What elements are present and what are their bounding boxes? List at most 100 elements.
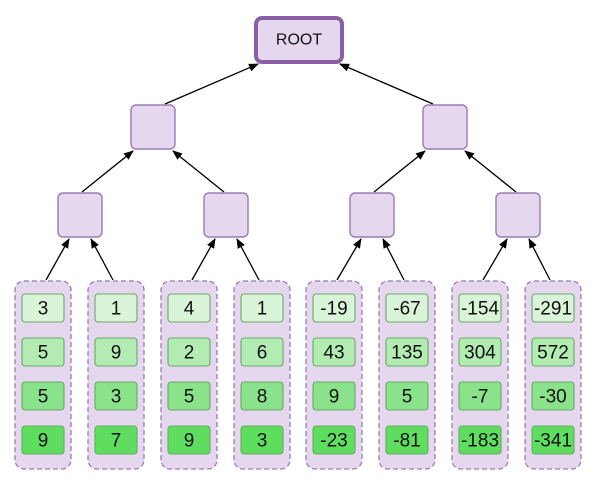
leaf-group-box (524, 280, 582, 470)
tree-node-level1-3 (349, 192, 395, 238)
edge-leaf-2 (90, 238, 114, 281)
leaf-group-5: -19 43 9 -23 (305, 280, 363, 470)
value-cell (385, 425, 429, 455)
root-node (254, 16, 344, 64)
value-cell (240, 381, 284, 411)
value-cell-text: 6 (257, 343, 268, 364)
value-cell-text: -67 (393, 299, 420, 320)
edge-leaf-4 (236, 238, 260, 281)
tree-node-level2-2 (422, 104, 468, 150)
leaf-group-3: 4 2 5 9 (160, 280, 218, 470)
leaf-group-6: -67 135 5 -81 (378, 280, 436, 470)
edge-leaf-1 (45, 238, 70, 281)
value-cell (458, 293, 502, 323)
leaf-group-8: -291 572 -30 -341 (524, 280, 582, 470)
value-cell-text: 9 (38, 431, 49, 452)
value-cell-text: 135 (391, 343, 423, 364)
tree-node-level1-1 (57, 192, 103, 238)
value-cell-text: 5 (38, 387, 49, 408)
leaf-group-box (160, 280, 218, 470)
value-cell-text: -30 (539, 387, 566, 408)
value-cell-text: -154 (461, 299, 499, 320)
value-cell-text: 3 (257, 431, 268, 452)
leaf-group-box (87, 280, 145, 470)
value-cell-text: -23 (320, 431, 347, 452)
value-cell-text: -183 (461, 431, 499, 452)
value-cell-text: 9 (184, 431, 195, 452)
value-cell-text: 5 (402, 387, 413, 408)
tree-node-level1-2 (203, 192, 249, 238)
leaf-group-1: 3 5 5 9 (14, 280, 72, 470)
value-cell-text: 1 (257, 299, 268, 320)
leaf-group-box (451, 280, 509, 470)
value-cell (167, 293, 211, 323)
edge-leaf-6 (382, 238, 405, 281)
value-cell-text: 2 (184, 343, 195, 364)
value-cell-text: 7 (111, 431, 122, 452)
edge-level1-2 (172, 150, 225, 193)
leaf-group-box (233, 280, 291, 470)
tree-node-level1-4 (495, 192, 541, 238)
value-cell-text: 304 (464, 343, 496, 364)
value-cell (167, 337, 211, 367)
edge-level1-4 (464, 150, 517, 193)
leaf-group-box (305, 280, 363, 470)
value-cell (21, 425, 65, 455)
value-cell-text: 8 (257, 387, 268, 408)
value-cell (385, 337, 429, 367)
value-cell (531, 293, 575, 323)
edge-level2-2 (339, 63, 434, 105)
value-cell-text: 572 (537, 343, 569, 364)
tree-node-level2-1 (130, 104, 176, 150)
value-cell-text: -291 (534, 299, 572, 320)
value-cell (531, 425, 575, 455)
value-cell (240, 337, 284, 367)
leaf-group-box (14, 280, 72, 470)
value-cell-text: 5 (38, 343, 49, 364)
value-cell (21, 337, 65, 367)
value-cell (240, 293, 284, 323)
value-cell (94, 425, 138, 455)
value-cell (167, 381, 211, 411)
value-cell-text: 5 (184, 387, 195, 408)
value-cell (94, 381, 138, 411)
leaf-group-box (378, 280, 436, 470)
value-cell-text: 1 (111, 299, 122, 320)
value-cell-text: -7 (472, 387, 489, 408)
value-cell (94, 337, 138, 367)
value-cell (385, 293, 429, 323)
value-cell-text: -341 (534, 431, 572, 452)
edge-level2-1 (164, 63, 259, 105)
value-cell-text: 43 (323, 343, 344, 364)
value-cell (94, 293, 138, 323)
value-cell-text: 4 (184, 299, 195, 320)
value-cell (21, 381, 65, 411)
edge-leaf-8 (528, 238, 551, 281)
value-cell (531, 381, 575, 411)
value-cell (312, 381, 356, 411)
value-cell-text: 3 (111, 387, 122, 408)
value-cell-text: -19 (320, 299, 347, 320)
value-cell-text: -81 (393, 431, 420, 452)
edge-level1-1 (81, 150, 134, 193)
value-cell-text: 9 (111, 343, 122, 364)
root-label: ROOT (276, 32, 322, 49)
value-cell (167, 425, 211, 455)
value-cell (21, 293, 65, 323)
value-cell-text: 3 (38, 299, 49, 320)
value-cell (458, 425, 502, 455)
value-cell (531, 337, 575, 367)
value-cell-text: 9 (329, 387, 340, 408)
value-cell (312, 337, 356, 367)
value-cell (458, 337, 502, 367)
value-cell (312, 293, 356, 323)
value-cell (458, 381, 502, 411)
edge-leaf-3 (191, 238, 216, 281)
value-cell (240, 425, 284, 455)
value-cell (385, 381, 429, 411)
leaf-group-7: -154 304 -7 -183 (451, 280, 509, 470)
edge-level1-3 (373, 150, 426, 193)
